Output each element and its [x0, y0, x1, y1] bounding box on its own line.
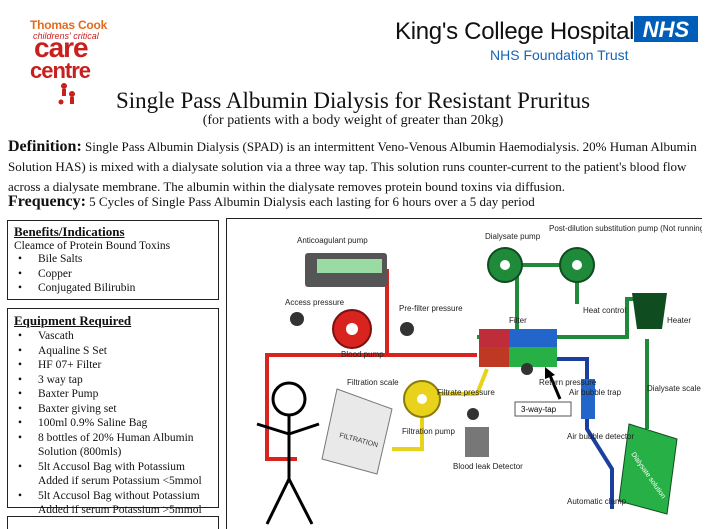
venous-line — [557, 357, 614, 509]
frequency-label: Frequency: — [8, 193, 86, 210]
heater-body — [632, 293, 667, 329]
list-item: HF 07+ Filter — [14, 358, 212, 373]
dialysis-circuit-diagram: Anticoagulant pump Dialysate pump Post-d… — [226, 218, 702, 529]
label-automatic-clamp: Automatic clamp — [567, 497, 627, 506]
filtrate-pressure-gauge — [467, 408, 479, 420]
blood-leak-detector — [465, 427, 489, 457]
thomas-cook-logo-line2: childrens' critical — [33, 31, 99, 41]
equipment-list: Vascath Aqualine S Set HF 07+ Filter 3 w… — [14, 329, 212, 518]
label-blood-pump: Blood pump — [341, 350, 384, 359]
equipment-box: Equipment Required Vascath Aqualine S Se… — [7, 308, 219, 516]
label-access-pressure: Access pressure — [285, 298, 345, 307]
hospital-name: King's College Hospital — [395, 18, 635, 45]
air-bubble-trap — [581, 379, 595, 419]
label-filtration-pump: Filtration pump — [402, 427, 455, 436]
list-item: 5lt Accusol Bag without Potassium Added … — [14, 489, 212, 518]
page-title: Single Pass Albumin Dialysis for Resista… — [115, 88, 591, 113]
equipment-heading: Equipment Required — [14, 313, 132, 328]
return-pressure-gauge — [521, 363, 533, 375]
list-item: Bile Salts — [14, 252, 212, 267]
list-item: Vascath — [14, 329, 212, 344]
list-item: Aqualine S Set — [14, 344, 212, 359]
label-filtration-scale: Filtration scale — [347, 378, 399, 387]
label-air-bubble-trap: Air bubble trap — [569, 388, 622, 397]
nhs-logo: NHS — [634, 16, 698, 42]
label-anticoagulant-pump: Anticoagulant pump — [297, 236, 368, 245]
frequency-paragraph: Frequency: 5 Cycles of Single Pass Album… — [8, 193, 535, 211]
next-box-edge — [7, 516, 219, 529]
prefilter-pressure-gauge — [400, 322, 414, 336]
list-item: 8 bottles of 20% Human Albumin Solution … — [14, 431, 212, 460]
list-item: 5lt Accusol Bag with Potassium Added if … — [14, 460, 212, 489]
list-item: 3 way tap — [14, 373, 212, 388]
label-filtrate-pressure: Filtrate pressure — [437, 388, 495, 397]
benefits-heading: Benefits/Indications — [14, 224, 125, 239]
child-figures-icon — [58, 83, 75, 105]
filtration-bag — [321, 388, 393, 475]
list-item: Conjugated Bilirubin — [14, 281, 212, 296]
list-item: Baxter Pump — [14, 387, 212, 402]
benefits-box: Benefits/Indications Cleamce of Protein … — [7, 220, 219, 300]
label-three-way-tap: 3-way-tap — [521, 405, 557, 414]
page-subtitle: (for patients with a body weight of grea… — [202, 113, 504, 128]
definition-text: Single Pass Albumin Dialysis (SPAD) is a… — [8, 139, 697, 194]
label-air-bubble-detector: Air bubble detector — [567, 432, 634, 441]
three-way-tap-callout — [514, 401, 572, 417]
dialysate-bag — [618, 423, 678, 515]
access-pressure-gauge — [290, 312, 304, 326]
label-filter: Filter — [509, 316, 527, 325]
patient-figure — [256, 381, 320, 525]
label-heat-control: Heat control — [583, 306, 626, 315]
label-prefilter-pressure: Pre-filter pressure — [399, 304, 463, 313]
frequency-text: 5 Cycles of Single Pass Albumin Dialysis… — [85, 194, 535, 209]
list-item: Baxter giving set — [14, 402, 212, 417]
label-return-pressure: Return pressure — [539, 378, 597, 387]
thomas-cook-logo-line1: Thomas Cook — [30, 18, 108, 32]
benefits-list: Bile Salts Copper Conjugated Bilirubin — [14, 252, 212, 296]
label-blood-leak-detector: Blood leak Detector — [453, 462, 523, 471]
label-dialysate-scale: Dialysate scale — [647, 384, 701, 393]
list-item: 100ml 0.9% Saline Bag — [14, 416, 212, 431]
list-item: Copper — [14, 267, 212, 282]
definition-paragraph: Definition: Single Pass Albumin Dialysis… — [8, 137, 698, 197]
definition-label: Definition: — [8, 138, 82, 155]
thomas-cook-logo-centre: centre — [30, 58, 91, 83]
label-heater: Heater — [667, 316, 691, 325]
trust-name: NHS Foundation Trust — [490, 47, 629, 63]
thomas-cook-logo-care: care — [34, 32, 89, 63]
arterial-line — [265, 353, 297, 461]
label-dialysate-pump: Dialysate pump — [485, 232, 541, 241]
benefits-subheading: Cleamce of Protein Bound Toxins — [14, 240, 171, 252]
label-post-dilution: Post-dilution substitution pump (Not run… — [549, 224, 702, 233]
